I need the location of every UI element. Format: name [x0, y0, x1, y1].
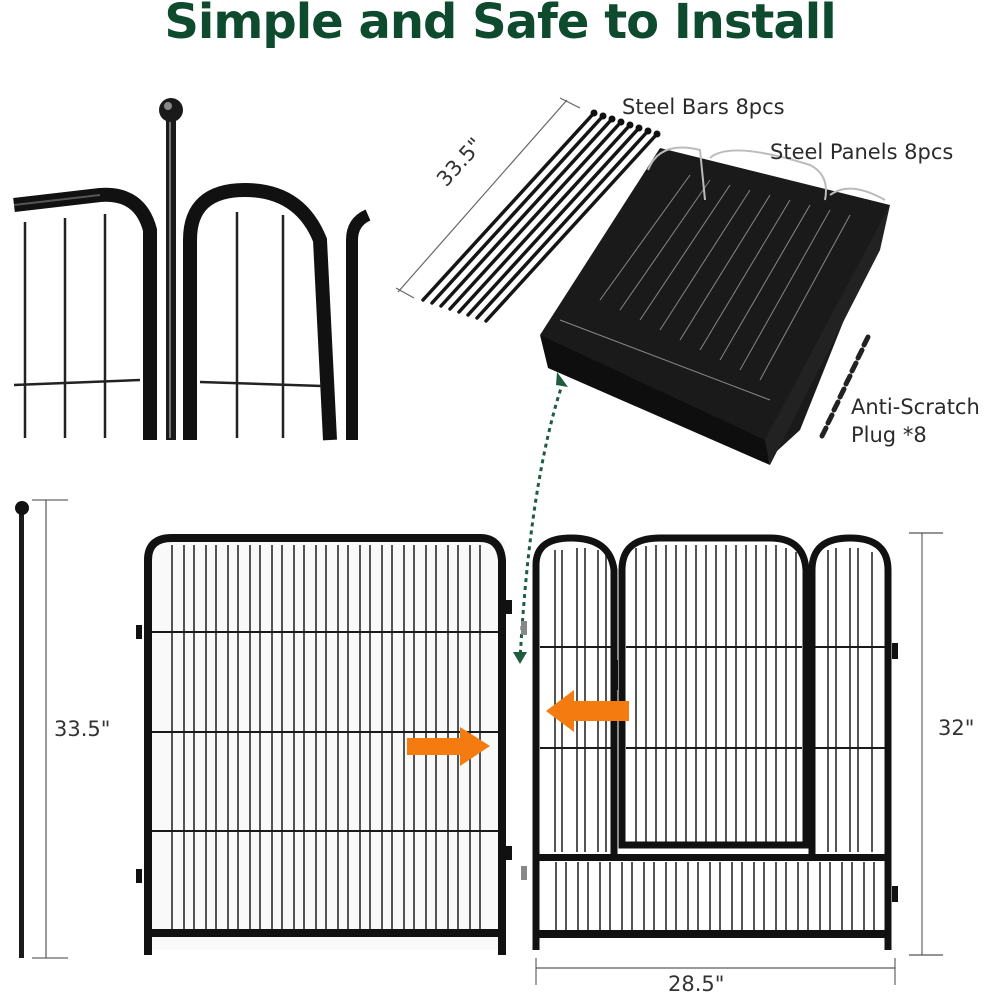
bar-height-label: 33.5": [54, 717, 111, 741]
panel-height-label: 32": [938, 716, 975, 740]
steel-bars-label: Steel Bars 8pcs: [622, 95, 785, 119]
anti-scratch-plug-label-line2: Plug *8: [851, 423, 927, 447]
steel-panels-label: Steel Panels 8pcs: [770, 140, 954, 164]
page-title: Simple and Safe to Install: [164, 0, 836, 50]
anti-scratch-plug-label-line1: Anti-Scratch: [851, 395, 980, 419]
panel-width-label: 28.5": [668, 972, 725, 996]
